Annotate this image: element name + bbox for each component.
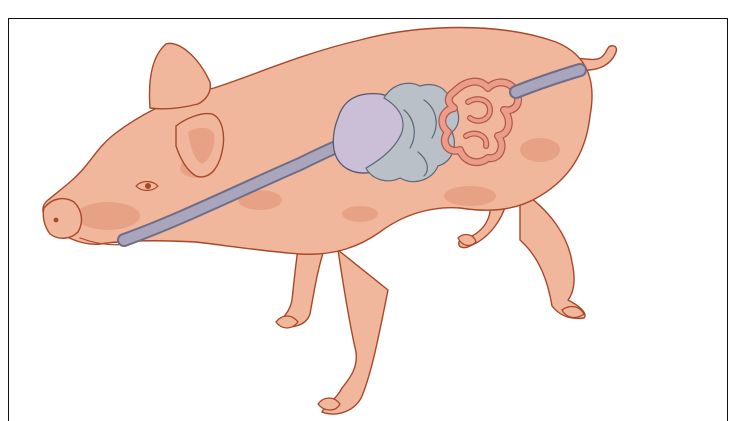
skin-spot — [76, 202, 140, 230]
pig-front-leg-near — [322, 250, 388, 414]
pig-rear-leg — [520, 190, 585, 319]
skin-spot — [342, 206, 378, 222]
skin-spot — [444, 186, 496, 206]
pig-ear-far — [150, 43, 211, 108]
pig-eye-pupil — [145, 183, 151, 189]
skin-spot — [520, 138, 560, 162]
pig-snout — [43, 199, 81, 239]
pig-nostril — [54, 218, 59, 223]
pig-hoof — [318, 398, 340, 410]
pig-hoof — [276, 316, 298, 328]
